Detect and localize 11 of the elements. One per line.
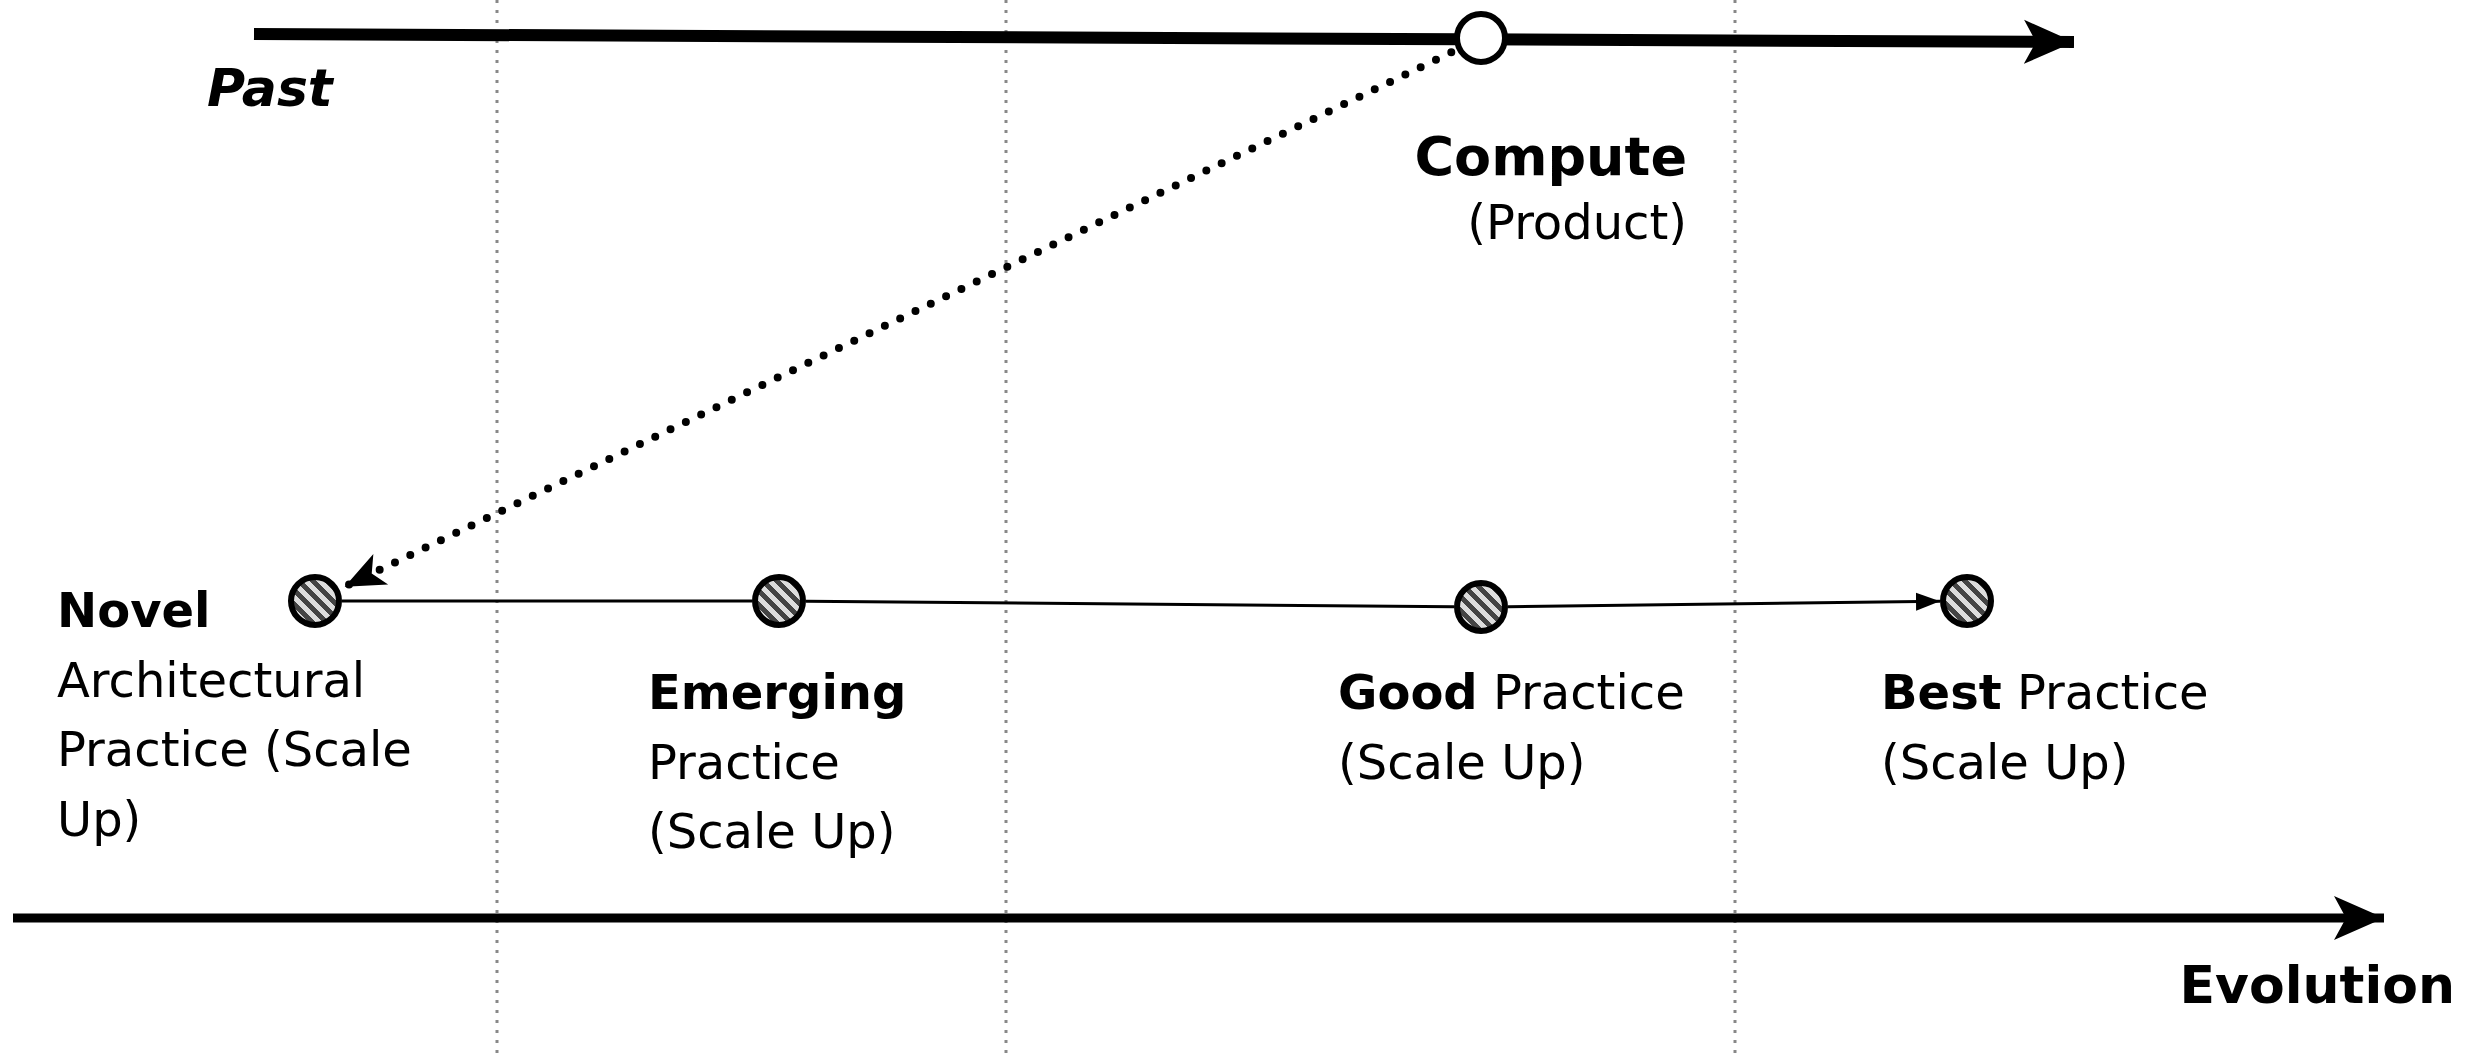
node-caption: Good Practice (Scale Up) — [1338, 663, 1686, 792]
axis-label: Evolution — [2179, 955, 2455, 1015]
node-caption: Best Practice (Scale Up) — [1881, 663, 2210, 792]
arrow — [1508, 592, 1940, 611]
connector-line — [806, 599, 1454, 609]
node-caption: Emerging Practice (Scale Up) — [648, 663, 908, 862]
connector-line — [342, 599, 752, 603]
node-caption: Novel Architectural Practice (Scale Up) — [57, 581, 413, 849]
axis-label: Past — [207, 58, 333, 118]
node-caption: Compute — [1413, 124, 1687, 190]
node-caption: (Product) — [1466, 193, 1687, 252]
